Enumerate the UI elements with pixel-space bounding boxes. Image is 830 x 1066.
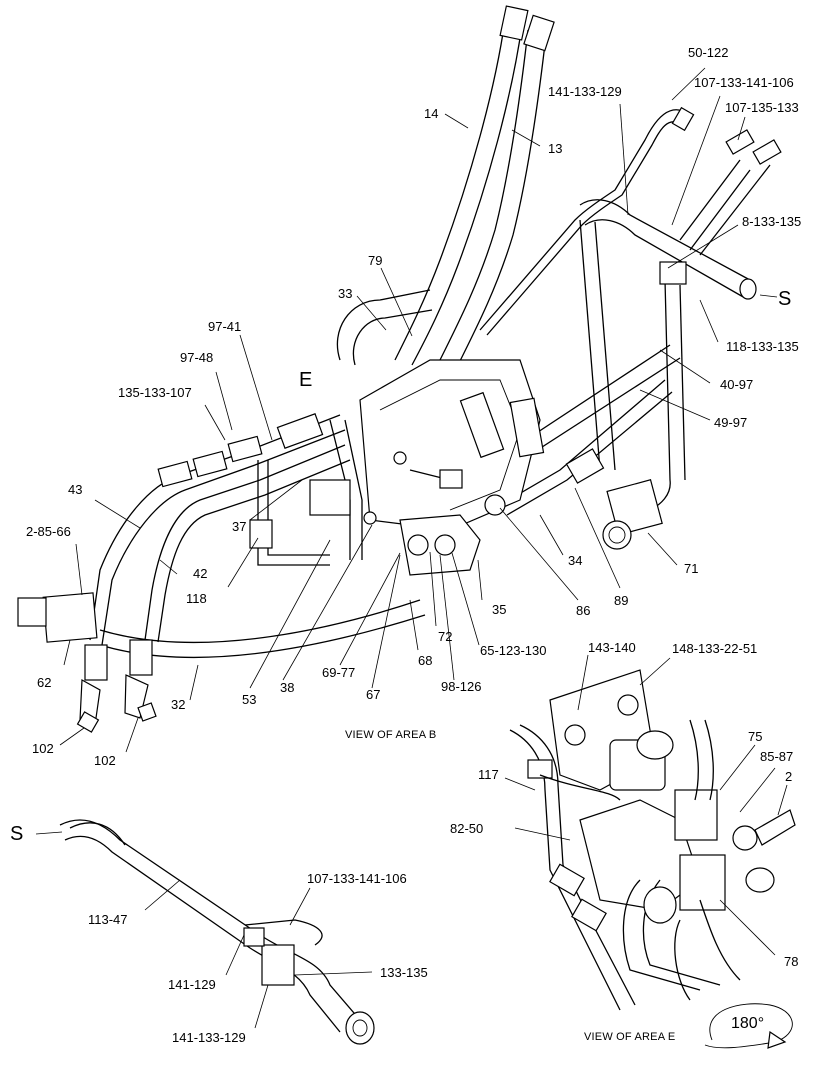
rotation-label: 180° [731,1015,765,1032]
left-hoses [17,413,426,733]
callout-40-97: 40-97 [720,377,754,392]
callout-49-97: 49-97 [714,415,748,430]
callout-53: 53 [242,692,257,707]
callout-79: 79 [368,253,383,268]
callout-107-133-141-106-lower: 107-133-141-106 [307,871,407,886]
callout-62: 62 [37,675,52,690]
area-e-view [509,669,796,1011]
callout-141-129: 141-129 [168,977,216,992]
callout-42: 42 [193,566,208,581]
callout-50-122: 50-122 [688,45,729,60]
callout-2-85-66: 2-85-66 [26,524,71,539]
callout-34: 34 [568,553,583,568]
callout-8-133-135: 8-133-135 [742,214,802,229]
callout-98-126: 98-126 [441,679,482,694]
callout-86: 86 [576,603,591,618]
section-marker-s-lower: S [10,823,24,845]
callout-78: 78 [784,954,799,969]
caption-view-of-area-e: VIEW OF AREA E [584,1031,676,1043]
callout-107-133-141-106: 107-133-141-106 [694,75,794,90]
callout-32: 32 [171,697,186,712]
callout-75: 75 [748,729,763,744]
rotation-arrow-icon [704,1003,793,1049]
caption-view-of-area-b: VIEW OF AREA B [345,729,437,741]
callout-2: 2 [785,769,793,784]
callout-65-123-130: 65-123-130 [480,643,547,658]
callout-89: 89 [614,593,629,608]
callout-72: 72 [438,629,453,644]
callout-141-133-129-lower: 141-133-129 [172,1030,246,1045]
leader-lines [35,67,788,1029]
callout-68: 68 [418,653,433,668]
callout-33: 33 [338,286,353,301]
callout-71: 71 [684,561,699,576]
callout-102-left: 102 [32,741,54,756]
callout-113-47: 113-47 [88,912,128,927]
callout-133-135: 133-135 [380,965,428,980]
callout-118-133-135: 118-133-135 [726,339,799,354]
section-marker-s: S [778,288,792,310]
callout-118: 118 [186,591,207,606]
callout-37: 37 [232,519,247,534]
callout-43: 43 [68,482,83,497]
callout-102-right: 102 [94,753,116,768]
callout-143-140: 143-140 [588,640,636,655]
callout-97-48: 97-48 [180,350,214,365]
central-valve-block [309,289,545,576]
callout-85-87: 85-87 [760,749,794,764]
area-marker-e: E [299,369,313,391]
lower-left-tube-view [59,819,375,1045]
callout-97-41: 97-41 [208,319,242,334]
hose-14-13 [394,5,555,366]
callout-69-77: 69-77 [322,665,356,680]
callout-148-133-22-51: 148-133-22-51 [672,641,758,656]
callout-67: 67 [366,687,381,702]
callout-35: 35 [492,602,507,617]
upper-right-tubing [479,106,782,550]
callout-107-135-133: 107-135-133 [725,100,799,115]
callout-13: 13 [548,141,563,156]
callout-82-50: 82-50 [450,821,484,836]
callout-38: 38 [280,680,295,695]
callout-14: 14 [424,106,439,121]
callout-135-133-107: 135-133-107 [118,385,192,400]
callout-141-133-129: 141-133-129 [548,84,622,99]
callout-117: 117 [478,767,499,782]
